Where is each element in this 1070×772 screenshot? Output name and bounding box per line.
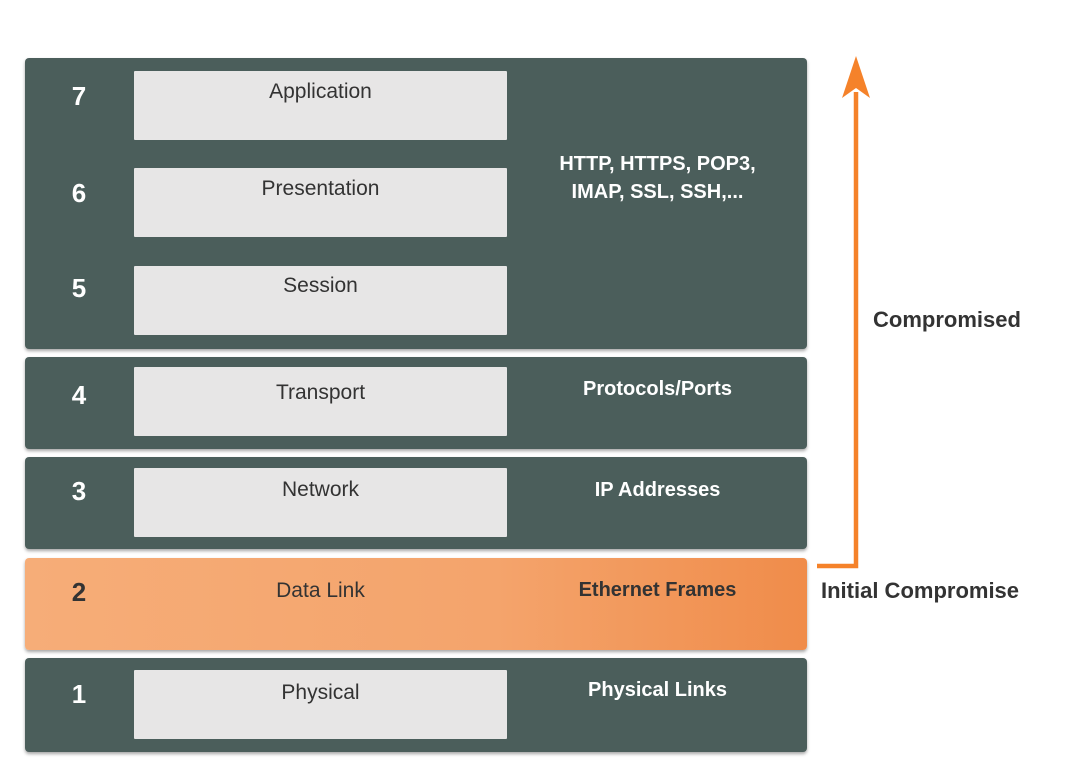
layer-3-name: Network (281, 478, 360, 501)
data-link-layer-block (25, 558, 807, 650)
layer-2-number: 2 (71, 577, 87, 607)
compromise-arrow-line (817, 92, 859, 569)
layer-4-name: Transport (275, 381, 366, 404)
layer-5-box (134, 266, 507, 335)
layer-7-name: Application (269, 80, 372, 103)
layer-7-number: 7 (71, 81, 87, 111)
upper-protocols-line2: IMAP, SSL, SSH,... (571, 181, 744, 203)
compromised-label: Compromised (873, 307, 1021, 332)
layer-1-name: Physical (281, 681, 360, 704)
compromise-arrow-head (842, 56, 870, 98)
layer-6-name: Presentation (261, 177, 380, 200)
layer-7-box (134, 71, 507, 140)
initial-compromise-label: Initial Compromise (821, 578, 1020, 603)
layer-3-number: 3 (71, 476, 87, 506)
transport-protocols: Protocols/Ports (583, 378, 732, 400)
layer-2-name: Data Link (276, 579, 365, 602)
layer-4-box (134, 367, 507, 436)
layer-1-box (134, 670, 507, 739)
layer-5-name: Session (283, 274, 358, 297)
layer-5-number: 5 (71, 273, 87, 303)
physical-protocols: Physical Links (588, 679, 727, 701)
upper-protocols-line1: HTTP, HTTPS, POP3, (559, 153, 756, 175)
layer-6-number: 6 (71, 178, 87, 208)
network-protocols: IP Addresses (594, 479, 721, 501)
layer-3-box (134, 468, 507, 537)
data-link-protocols: Ethernet Frames (578, 579, 737, 601)
layer-6-box (134, 168, 507, 237)
layer-1-number: 1 (71, 679, 87, 709)
layer-4-number: 4 (71, 380, 87, 410)
